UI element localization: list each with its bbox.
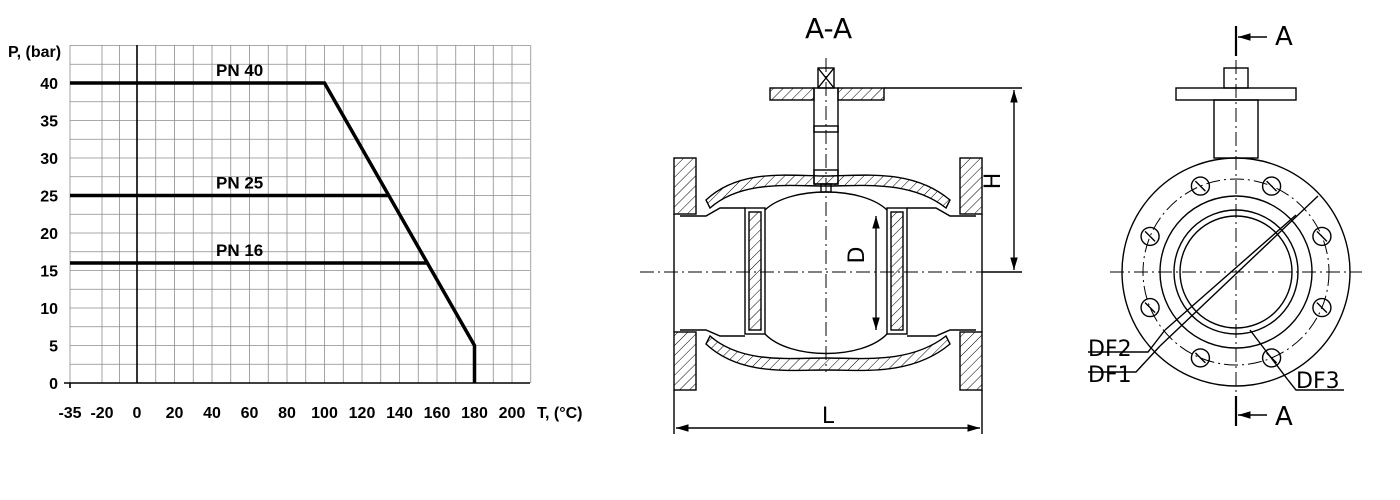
- bolt-hole-mark: [1144, 302, 1156, 314]
- ball-bottom-arc: [764, 333, 888, 355]
- left-flange-upper: [673, 157, 697, 215]
- left-seat: [744, 207, 766, 335]
- stem-tip: [820, 183, 832, 193]
- left-seat-ring: [748, 211, 762, 331]
- stem-top: [817, 67, 835, 89]
- series-line-pn-40: [70, 81, 477, 383]
- raised-face-circle: [1159, 195, 1313, 349]
- x-tick-label: -20: [90, 405, 113, 422]
- bolt-hole: [1140, 297, 1160, 318]
- df1-label: DF1: [1088, 363, 1132, 388]
- chart-axes: [64, 45, 530, 388]
- section-title: A-A: [805, 12, 852, 45]
- h-dimension-label: H: [981, 173, 1006, 190]
- l-dimension-label: L: [822, 404, 835, 429]
- right-pipe-top: [907, 207, 976, 217]
- right-flange-upper: [959, 157, 983, 215]
- x-tick-label: 160: [424, 405, 451, 422]
- pressure-temperature-chart: -35 -20 0 20 40 60 80 100 120 140 160 180 200 0 5 10 15 2…: [8, 44, 583, 422]
- bolt-hole: [1261, 176, 1282, 196]
- df2-leader-tail: [1088, 329, 1166, 353]
- y-tick-label: 30: [40, 151, 58, 168]
- right-seat: [886, 207, 908, 335]
- df3-label: DF3: [1296, 369, 1340, 394]
- bolt-hole-mark: [1194, 180, 1206, 192]
- x-axis-label: T, (°C): [537, 405, 583, 422]
- body-shell-lower: [705, 334, 951, 372]
- df3-leader: [1249, 329, 1289, 381]
- series-label: PN 40: [216, 61, 263, 80]
- df2-label: DF2: [1088, 337, 1132, 362]
- x-tick-label: 100: [311, 405, 338, 422]
- y-tick-label: 20: [40, 226, 58, 243]
- y-tick-label: 15: [40, 264, 58, 281]
- left-pipe-bottom: [680, 329, 745, 337]
- left-pipe-top: [680, 207, 745, 217]
- right-seat-ring: [890, 211, 904, 331]
- section-mark-bottom-label: A: [1275, 402, 1293, 432]
- handle-right-half: [837, 87, 885, 101]
- chart-tick-labels: -35 -20 0 20 40 60 80 100 120 140 160 180 200 0 5 10 15 2…: [40, 76, 525, 422]
- section-mark-top-label: A: [1275, 22, 1293, 52]
- bolt-hole-mark: [1266, 180, 1278, 192]
- bore-inner-circle: [1179, 215, 1293, 329]
- body-shell-upper: [705, 174, 951, 210]
- bolt-hole: [1261, 348, 1282, 368]
- x-tick-label: 140: [386, 405, 413, 422]
- x-tick-label: -35: [58, 405, 81, 422]
- chart-series: [70, 81, 477, 383]
- x-tick-label: 120: [349, 405, 376, 422]
- bolt-hole: [1140, 226, 1160, 247]
- bolt-hole-mark: [1316, 230, 1328, 242]
- df3-leader-tail: [1287, 379, 1344, 391]
- stem-top-cross-b: [817, 67, 835, 89]
- bolt-hole: [1312, 226, 1332, 247]
- d-dimension-label: D: [845, 247, 870, 264]
- bolt-holes: [1140, 176, 1332, 368]
- bolt-circle: [1142, 178, 1330, 366]
- bolt-hole: [1312, 297, 1332, 318]
- df1-leader-tail: [1088, 345, 1161, 373]
- x-tick-label: 60: [241, 405, 259, 422]
- y-axis-label: P, (bar): [8, 44, 61, 61]
- left-flange-lower: [673, 331, 697, 391]
- bore-outer-circle: [1173, 209, 1299, 335]
- right-pipe-bottom: [907, 329, 976, 337]
- right-flange-lower: [959, 331, 983, 391]
- bolt-hole: [1190, 348, 1211, 368]
- y-tick-label: 5: [49, 339, 58, 356]
- valve-section-view: A-A: [640, 12, 1022, 434]
- y-tick-label: 0: [49, 376, 58, 393]
- x-tick-label: 200: [499, 405, 526, 422]
- df2-leader: [1164, 214, 1297, 331]
- chart-grid: [69, 45, 532, 384]
- valve-end-view: A A DF2 DF1 DF3: [1088, 22, 1362, 432]
- y-tick-label: 10: [40, 301, 58, 318]
- y-tick-label: 25: [40, 189, 58, 206]
- stem-seal-1: [813, 125, 839, 133]
- y-tick-label: 40: [40, 76, 58, 93]
- y-tick-label: 35: [40, 114, 58, 131]
- df1-leader: [1159, 195, 1319, 347]
- bolt-hole-mark: [1316, 302, 1328, 314]
- series-label: PN 16: [216, 241, 263, 260]
- x-tick-label: 80: [278, 405, 296, 422]
- x-tick-label: 40: [203, 405, 221, 422]
- bolt-hole-mark: [1144, 230, 1156, 242]
- chart-series-labels: PN 40 PN 25 PN 16: [216, 61, 263, 260]
- handle-left-half: [769, 87, 815, 101]
- x-tick-label: 20: [166, 405, 184, 422]
- x-tick-label: 180: [461, 405, 488, 422]
- bolt-hole: [1190, 176, 1211, 196]
- flange-outer-circle: [1121, 157, 1351, 387]
- bolt-hole-mark: [1194, 352, 1206, 364]
- x-tick-label: 0: [133, 405, 142, 422]
- series-label: PN 25: [216, 174, 263, 193]
